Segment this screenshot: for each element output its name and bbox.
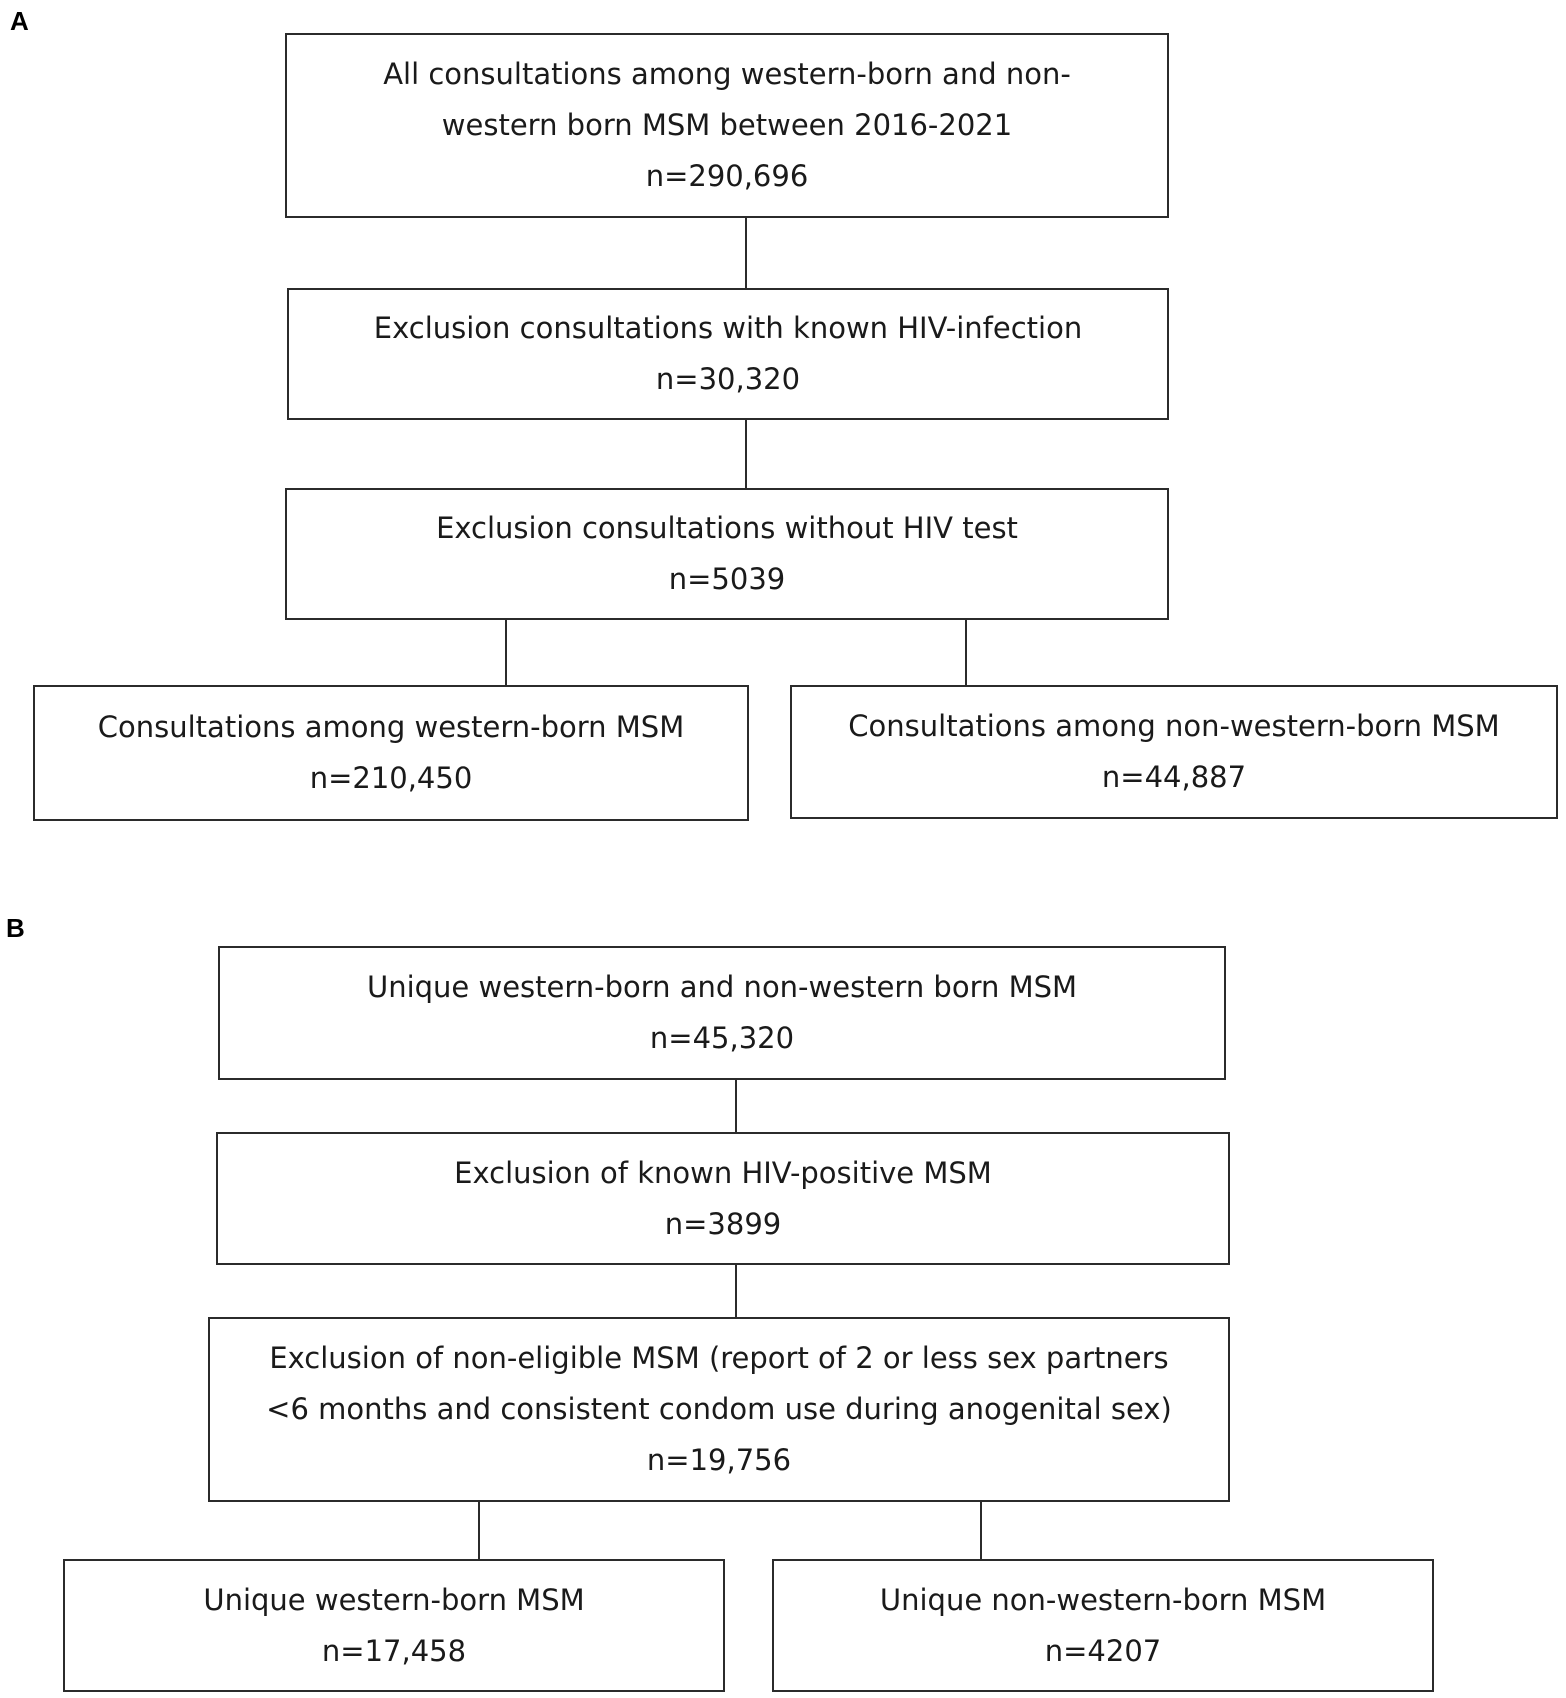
connector-line	[980, 1502, 982, 1559]
box-text: Consultations among western-born MSM	[97, 710, 685, 744]
box-count: n=5039	[668, 562, 786, 596]
box-text: Exclusion of non-eligible MSM (report of…	[269, 1341, 1169, 1375]
box-count: n=290,696	[645, 159, 809, 193]
connector-line	[735, 1265, 737, 1317]
connector-line	[745, 218, 747, 288]
connector-line	[735, 1080, 737, 1132]
panel-a-western-born-box: Consultations among western-born MSM n=2…	[33, 685, 749, 821]
panel-b-western-born-box: Unique western-born MSM n=17,458	[63, 1559, 725, 1692]
box-text: Exclusion consultations without HIV test	[436, 511, 1018, 545]
panel-b-unique-msm-box: Unique western-born and non-western born…	[218, 946, 1226, 1080]
panel-a-exclusion-known-hiv-box: Exclusion consultations with known HIV-i…	[287, 288, 1169, 420]
connector-line	[478, 1502, 480, 1559]
panel-b-exclusion-hiv-positive-box: Exclusion of known HIV-positive MSM n=38…	[216, 1132, 1230, 1265]
panel-b-label: B	[6, 913, 25, 943]
box-text: Exclusion of known HIV-positive MSM	[454, 1155, 992, 1190]
box-text: Exclusion consultations with known HIV-i…	[373, 311, 1083, 345]
box-text: Unique western-born and non-western born…	[366, 970, 1078, 1004]
box-count: n=30,320	[655, 362, 801, 396]
box-count: n=17,458	[321, 1633, 467, 1668]
box-text: Unique non-western-born MSM	[879, 1582, 1327, 1617]
connector-line	[505, 620, 507, 685]
box-text: Consultations among non-western-born MSM	[848, 709, 1500, 743]
box-text: Unique western-born MSM	[203, 1582, 585, 1617]
box-count: n=210,450	[309, 761, 473, 795]
panel-b-non-western-born-box: Unique non-western-born MSM n=4207	[772, 1559, 1434, 1692]
connector-line	[965, 620, 967, 685]
panel-b-exclusion-non-eligible-box: Exclusion of non-eligible MSM (report of…	[208, 1317, 1230, 1502]
box-text: All consultations among western-born and…	[383, 57, 1071, 91]
box-count: n=3899	[664, 1206, 782, 1241]
panel-a-total-consultations-box: All consultations among western-born and…	[285, 33, 1169, 218]
box-count: n=19,756	[646, 1443, 792, 1477]
box-count: n=44,887	[1101, 760, 1247, 794]
panel-a-non-western-born-box: Consultations among non-western-born MSM…	[790, 685, 1558, 819]
box-count: n=4207	[1044, 1633, 1162, 1668]
panel-a-exclusion-no-hiv-test-box: Exclusion consultations without HIV test…	[285, 488, 1169, 620]
connector-line	[745, 420, 747, 488]
box-count: n=45,320	[649, 1021, 795, 1055]
box-text: western born MSM between 2016-2021	[441, 108, 1013, 142]
box-text: <6 months and consistent condom use duri…	[266, 1392, 1172, 1426]
panel-a-label: A	[10, 6, 29, 36]
